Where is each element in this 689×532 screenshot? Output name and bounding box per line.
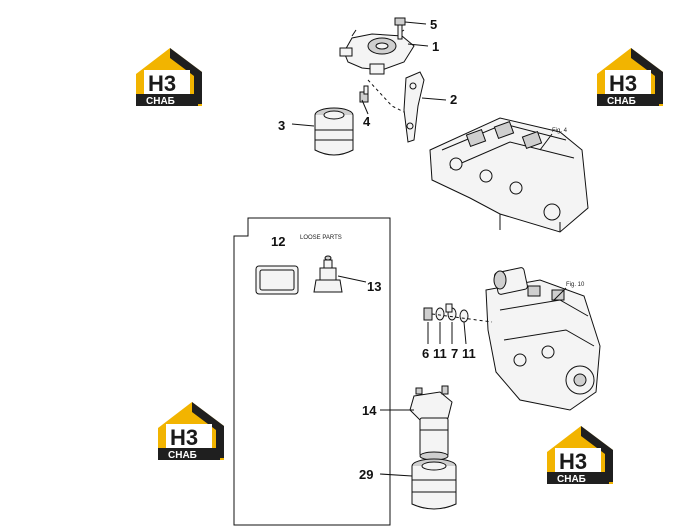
logo-watermark: H3 СНАБ [136,48,202,107]
callout-5: 5 [430,17,437,32]
svg-text:СНАБ: СНАБ [168,450,197,461]
fuel-filter-head [339,29,415,75]
callout-1: 1 [432,39,439,54]
callout-3: 3 [278,118,285,133]
callout-14: 14 [362,403,377,418]
bracket-part-2 [403,71,425,143]
callout-4: 4 [363,114,371,129]
banjo-fittings [423,303,469,323]
callout-13: 13 [367,279,381,294]
loose-parts-frame [233,217,391,526]
callout-2: 2 [450,92,457,107]
bolt-part-5 [394,17,406,40]
plate-part-12 [255,265,299,295]
logo-watermark: H3 СНАБ [158,402,224,461]
loose-parts-label: LOOSE PARTS [300,235,342,241]
callout-11-second: 11 [462,346,476,361]
injection-pump [485,267,601,411]
svg-text:H3: H3 [170,425,198,450]
callout-6: 6 [422,346,429,361]
valve-part-13 [313,255,343,293]
bolt-part-4 [359,85,369,103]
callout-29: 29 [359,467,373,482]
fig4-label: Fig. 4 [552,128,568,134]
callout-11-first: 11 [433,346,447,361]
logo-watermark: H3 СНАБ [547,426,613,485]
svg-text:H3: H3 [609,71,637,96]
svg-text:СНАБ: СНАБ [557,474,586,485]
callout-7: 7 [451,346,458,361]
svg-text:СНАБ: СНАБ [146,96,175,107]
svg-text:СНАБ: СНАБ [607,96,636,107]
filter-cartridge-part-29 [411,458,457,510]
logo-watermark: H3 СНАБ [597,48,663,107]
fig10-label: Fig. 10 [566,282,585,288]
callout-12: 12 [271,234,285,249]
svg-text:H3: H3 [559,449,587,474]
fuel-filter-assembly-part-14 [409,385,453,461]
svg-text:H3: H3 [148,71,176,96]
cylinder-head [429,117,589,233]
filter-cartridge-part-3 [314,107,354,156]
